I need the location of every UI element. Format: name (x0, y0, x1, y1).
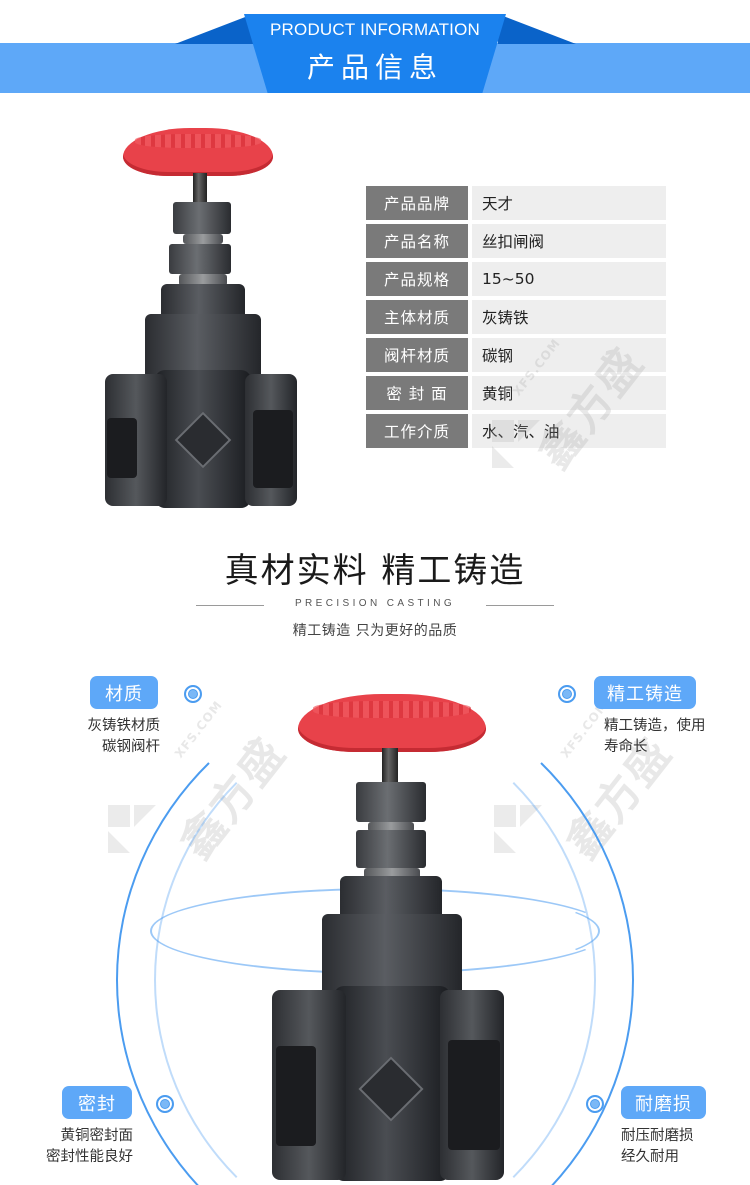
spec-value: 15~50 (472, 262, 666, 296)
feature-desc-line: 碳钢阀杆 (102, 739, 160, 755)
section-subtitle-en: PRECISION CASTING (294, 598, 456, 609)
packing-nut (169, 244, 231, 274)
spec-value: 黄铜 (472, 376, 666, 410)
spec-row-medium: 工作介质 水、汽、油 (366, 414, 666, 448)
feature-badge-seal: 密封 (62, 1086, 132, 1119)
feature-dot-wear (586, 1095, 604, 1113)
handwheel (123, 128, 273, 176)
banner-wing-left (175, 14, 253, 44)
feature-dot-casting (558, 685, 576, 703)
spec-key: 产品名称 (366, 224, 468, 258)
product-image-valve-large (268, 690, 508, 1185)
feature-desc-line: 经久耐用 (621, 1149, 679, 1165)
stem-collar (183, 234, 223, 244)
spec-value: 水、汽、油 (472, 414, 666, 448)
banner-center-panel (244, 14, 506, 93)
bonnet-lower (322, 914, 462, 1000)
spec-value: 天才 (472, 186, 666, 220)
header-title-en: PRODUCT INFORMATION (270, 20, 480, 39)
valve-stem (382, 748, 398, 788)
gland-nut (356, 782, 426, 822)
banner-wing-right (498, 14, 576, 44)
left-port-face (107, 418, 137, 478)
feature-desc-line: 密封性能良好 (46, 1149, 133, 1165)
feature-badge-material: 材质 (90, 676, 158, 709)
header-banner: PRODUCT INFORMATION 产品信息 (0, 0, 750, 95)
spec-table: 产品品牌 天才 产品名称 丝扣闸阀 产品规格 15~50 主体材质 灰铸铁 阀杆… (366, 186, 666, 452)
spec-key: 产品规格 (366, 262, 468, 296)
spec-row-body-material: 主体材质 灰铸铁 (366, 300, 666, 334)
right-port-face (253, 410, 293, 488)
spec-key: 主体材质 (366, 300, 468, 334)
spec-row-size: 产品规格 15~50 (366, 262, 666, 296)
feature-dot-material (184, 685, 202, 703)
feature-desc-seal: 黄铜密封面 密封性能良好 (20, 1126, 133, 1168)
feature-desc-line: 精工铸造，使用 (604, 718, 706, 734)
feature-desc-wear: 耐压耐磨损 经久耐用 (621, 1126, 731, 1168)
bonnet-collar (179, 274, 227, 286)
spec-value: 灰铸铁 (472, 300, 666, 334)
feature-desc-line: 黄铜密封面 (60, 1128, 134, 1144)
spec-value: 碳钢 (472, 338, 666, 372)
feature-desc-line: 耐压耐磨损 (621, 1128, 694, 1144)
left-port-face (276, 1046, 316, 1146)
section-subtitle-cn: 精工铸造 只为更好的品质 (292, 623, 458, 639)
spec-row-seal-face: 密 封 面 黄铜 (366, 376, 666, 410)
spec-key: 阀杆材质 (366, 338, 468, 372)
feature-desc-casting: 精工铸造，使用 寿命长 (604, 716, 734, 758)
spec-key: 密 封 面 (366, 376, 468, 410)
orbit-ellipse-right (140, 888, 600, 974)
feature-desc-line: 灰铸铁材质 (87, 718, 161, 734)
feature-badge-casting: 精工铸造 (594, 676, 696, 709)
handwheel (298, 694, 486, 752)
spec-row-name: 产品名称 丝扣闸阀 (366, 224, 666, 258)
product-image-valve-small (95, 118, 305, 518)
spec-key: 工作介质 (366, 414, 468, 448)
spec-value: 丝扣闸阀 (472, 224, 666, 258)
divider-right (486, 605, 554, 606)
divider-left (196, 605, 264, 606)
feature-desc-line: 寿命长 (604, 739, 648, 755)
section-title: 真材实料 精工铸造 (224, 551, 526, 591)
valve-stem (193, 173, 207, 203)
gland-nut (173, 202, 231, 234)
header-title-cn: 产品信息 (306, 51, 443, 84)
spec-key: 产品品牌 (366, 186, 468, 220)
bonnet-lower (145, 314, 261, 380)
feature-dot-seal (156, 1095, 174, 1113)
spec-row-stem-material: 阀杆材质 碳钢 (366, 338, 666, 372)
feature-badge-wear: 耐磨损 (621, 1086, 706, 1119)
packing-nut (356, 830, 426, 868)
right-port-face (448, 1040, 500, 1150)
stem-collar (368, 822, 414, 832)
feature-desc-material: 灰铸铁材质 碳钢阀杆 (50, 716, 161, 758)
spec-row-brand: 产品品牌 天才 (366, 186, 666, 220)
